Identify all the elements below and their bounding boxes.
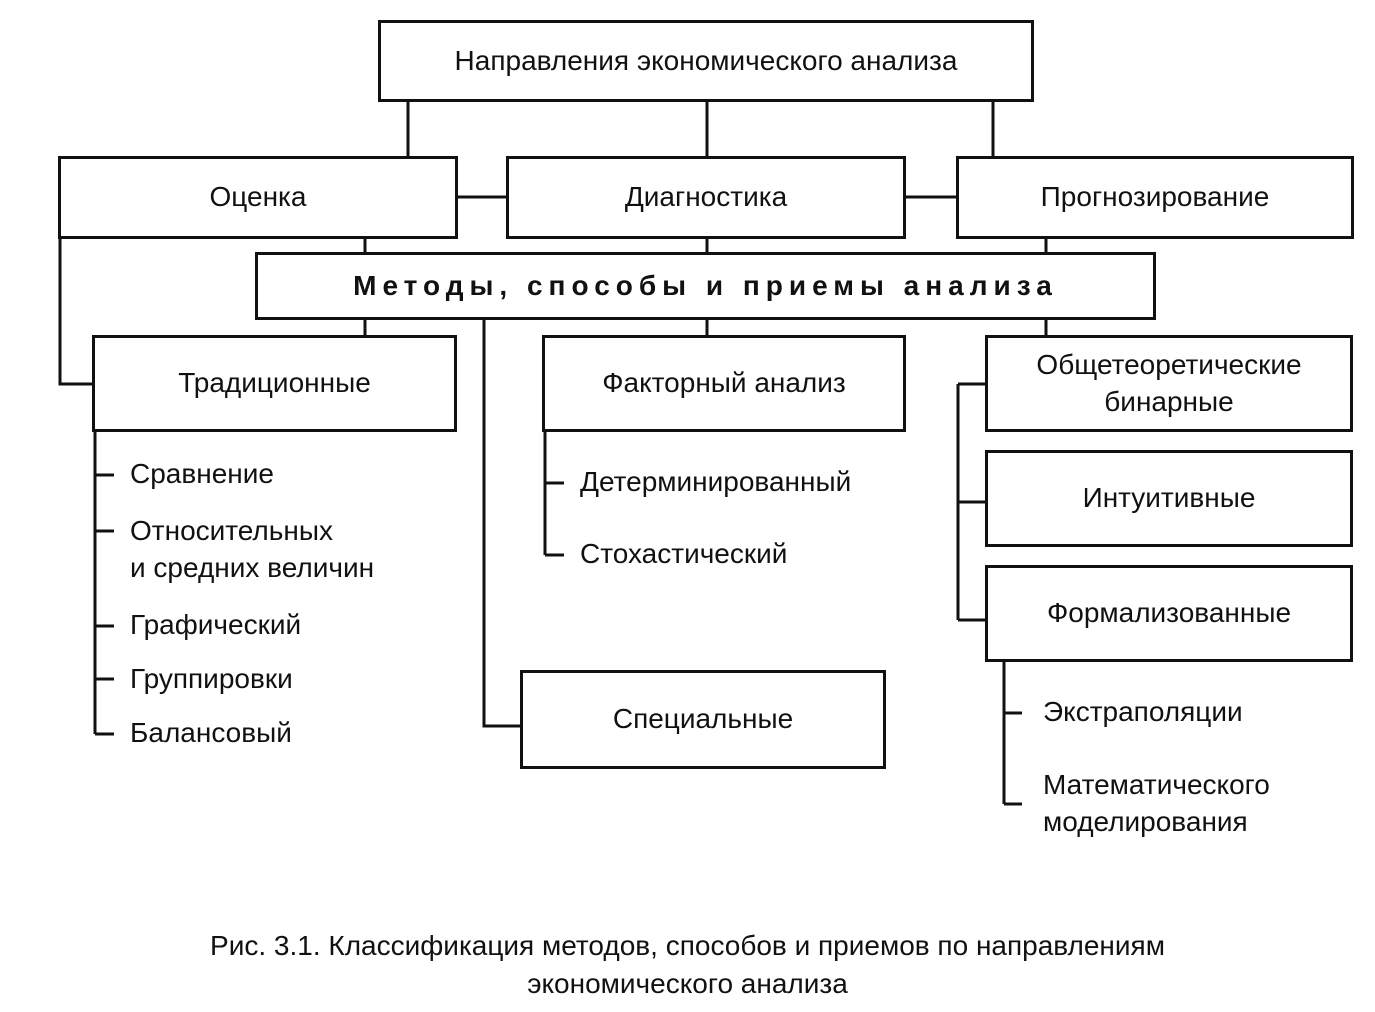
node-forecasting: Прогнозирование [956,156,1354,239]
node-forecasting-label: Прогнозирование [1040,181,1270,213]
node-traditional-label: Традиционные [178,367,371,399]
node-formalized-label: Формализованные [1046,597,1292,629]
node-general-theoretical: Общетеоретические бинарные [985,335,1353,432]
item-graphic: Графический [130,609,302,640]
node-traditional: Традиционные [92,335,457,432]
node-root: Направления экономического анализа [378,20,1034,102]
item-relative-line2: и средних величин [130,552,375,583]
item-extrapolation: Экстраполяции [1043,696,1243,727]
node-general-theoretical-line1: Общетеоретические [1036,349,1302,381]
node-diagnostics: Диагностика [506,156,906,239]
item-relative-line1: Относительных [130,515,333,546]
node-general-theoretical-line2: бинарные [1104,385,1234,417]
item-balance: Балансовый [130,717,292,748]
node-intuitive-label: Интуитивные [1082,482,1256,514]
node-methods-label: Методы, способы и приемы анализа [353,269,1058,301]
node-formalized: Формализованные [985,565,1353,662]
connector-evaluation-traditional [58,237,94,386]
connector-methods-special [482,318,522,728]
item-groupings: Группировки [130,663,293,694]
item-math-line1: Математического [1043,769,1270,800]
item-comparison: Сравнение [130,458,274,489]
node-evaluation: Оценка [58,156,458,239]
node-methods: Методы, способы и приемы анализа [255,252,1156,320]
node-diagnostics-label: Диагностика [624,181,788,213]
item-stochastic: Стохастический [580,538,788,569]
item-math-line2: моделирования [1043,806,1248,837]
node-intuitive: Интуитивные [985,450,1353,547]
node-factor-analysis-label: Факторный анализ [602,367,846,399]
node-special-label: Специальные [612,703,794,735]
node-special: Специальные [520,670,886,769]
node-root-label: Направления экономического анализа [454,44,958,76]
node-evaluation-label: Оценка [209,181,307,213]
figure-caption-line1: Рис. 3.1. Классификация методов, способо… [210,930,1165,961]
node-factor-analysis: Факторный анализ [542,335,906,432]
item-deterministic: Детерминированный [580,466,852,497]
figure-caption-line2: экономического анализа [527,968,848,999]
